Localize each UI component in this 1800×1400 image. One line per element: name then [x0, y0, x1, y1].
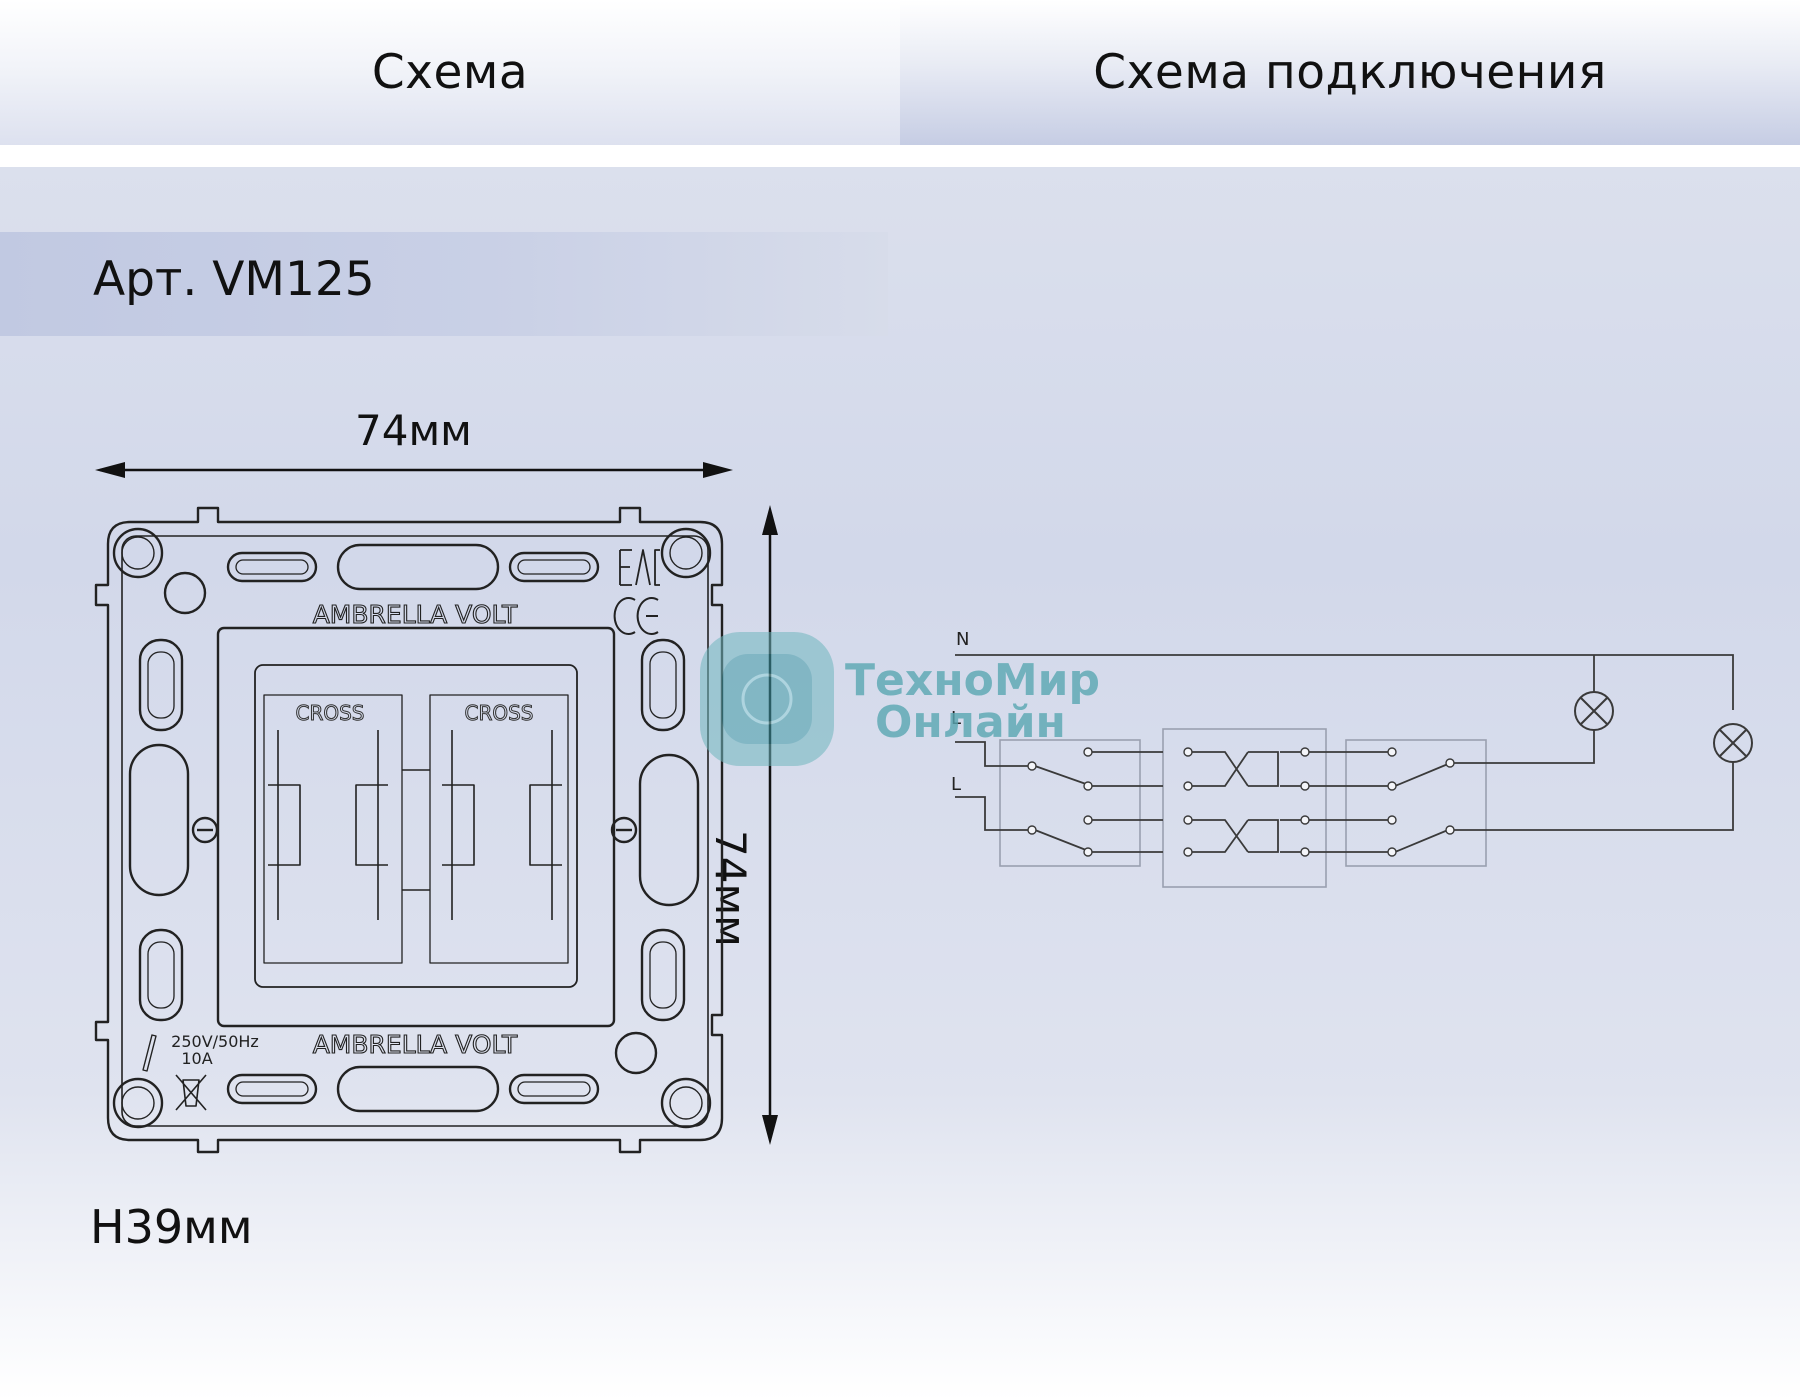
rating-voltage-label: 250V/50Hz	[171, 1032, 259, 1051]
key-right-label: CROSS	[465, 701, 534, 725]
switch-module-cross	[1162, 728, 1327, 888]
header-connection-title: Схема подключения	[1093, 45, 1607, 100]
neutral-wire	[955, 654, 1734, 710]
brand-logo-icon-bottom	[614, 1031, 658, 1075]
mount-hole-bottom-right	[660, 1077, 712, 1129]
line-wire-1	[955, 741, 1030, 767]
width-dimension-label: 74мм	[355, 406, 472, 455]
article-number: Арт. VM125	[93, 252, 375, 307]
line-label-2: L	[951, 774, 961, 795]
watermark-text: ТехноМир Онлайн	[845, 655, 1100, 748]
brand-logo-icon	[163, 571, 207, 615]
brand-label-top: AMBRELLA VOLT	[313, 600, 518, 629]
lamp-2	[1713, 723, 1753, 763]
header-connection-schema: Схема подключения	[900, 0, 1800, 145]
wiring-diagram	[955, 654, 1753, 888]
height-dimension-arrow	[762, 505, 778, 1145]
disposal-icon	[175, 1074, 207, 1111]
inner-body	[216, 626, 616, 1028]
key-left-outline	[263, 694, 403, 964]
header-divider	[0, 145, 1800, 167]
article-band	[0, 232, 888, 336]
ce-mark-icon	[613, 597, 659, 635]
switch-module-left	[999, 739, 1141, 867]
mount-hole-top-right	[660, 527, 712, 579]
lamp1-return-wire	[1450, 730, 1595, 764]
header-schema-title: Схема	[371, 45, 529, 100]
screwdriver-icon	[142, 1034, 157, 1072]
lamp2-return-wire	[1450, 762, 1734, 831]
depth-dimension-label: H39мм	[90, 1200, 253, 1254]
header-schema: Схема	[0, 0, 900, 145]
switch-module-right	[1345, 739, 1487, 867]
line-wire-2	[955, 796, 1030, 831]
switch-mechanism	[94, 506, 724, 1154]
key-left-label: CROSS	[296, 701, 365, 725]
brand-label-bottom: AMBRELLA VOLT	[313, 1030, 518, 1059]
line-label-1: L	[951, 708, 961, 729]
mount-hole-bottom-left	[112, 1077, 164, 1129]
mounting-frame-outline	[94, 506, 724, 1154]
neutral-label: N	[956, 629, 969, 650]
watermark-logo-icon	[700, 632, 834, 766]
rating-current-label: 10A	[181, 1049, 212, 1068]
watermark-line-2: Онлайн	[875, 697, 1066, 748]
eac-mark-icon	[619, 549, 660, 586]
mount-hole-top-left	[112, 527, 164, 579]
lamp-1	[1574, 691, 1614, 731]
width-dimension-arrow	[95, 462, 733, 478]
key-right-outline	[429, 694, 569, 964]
watermark-line-1: ТехноМир	[845, 655, 1100, 706]
